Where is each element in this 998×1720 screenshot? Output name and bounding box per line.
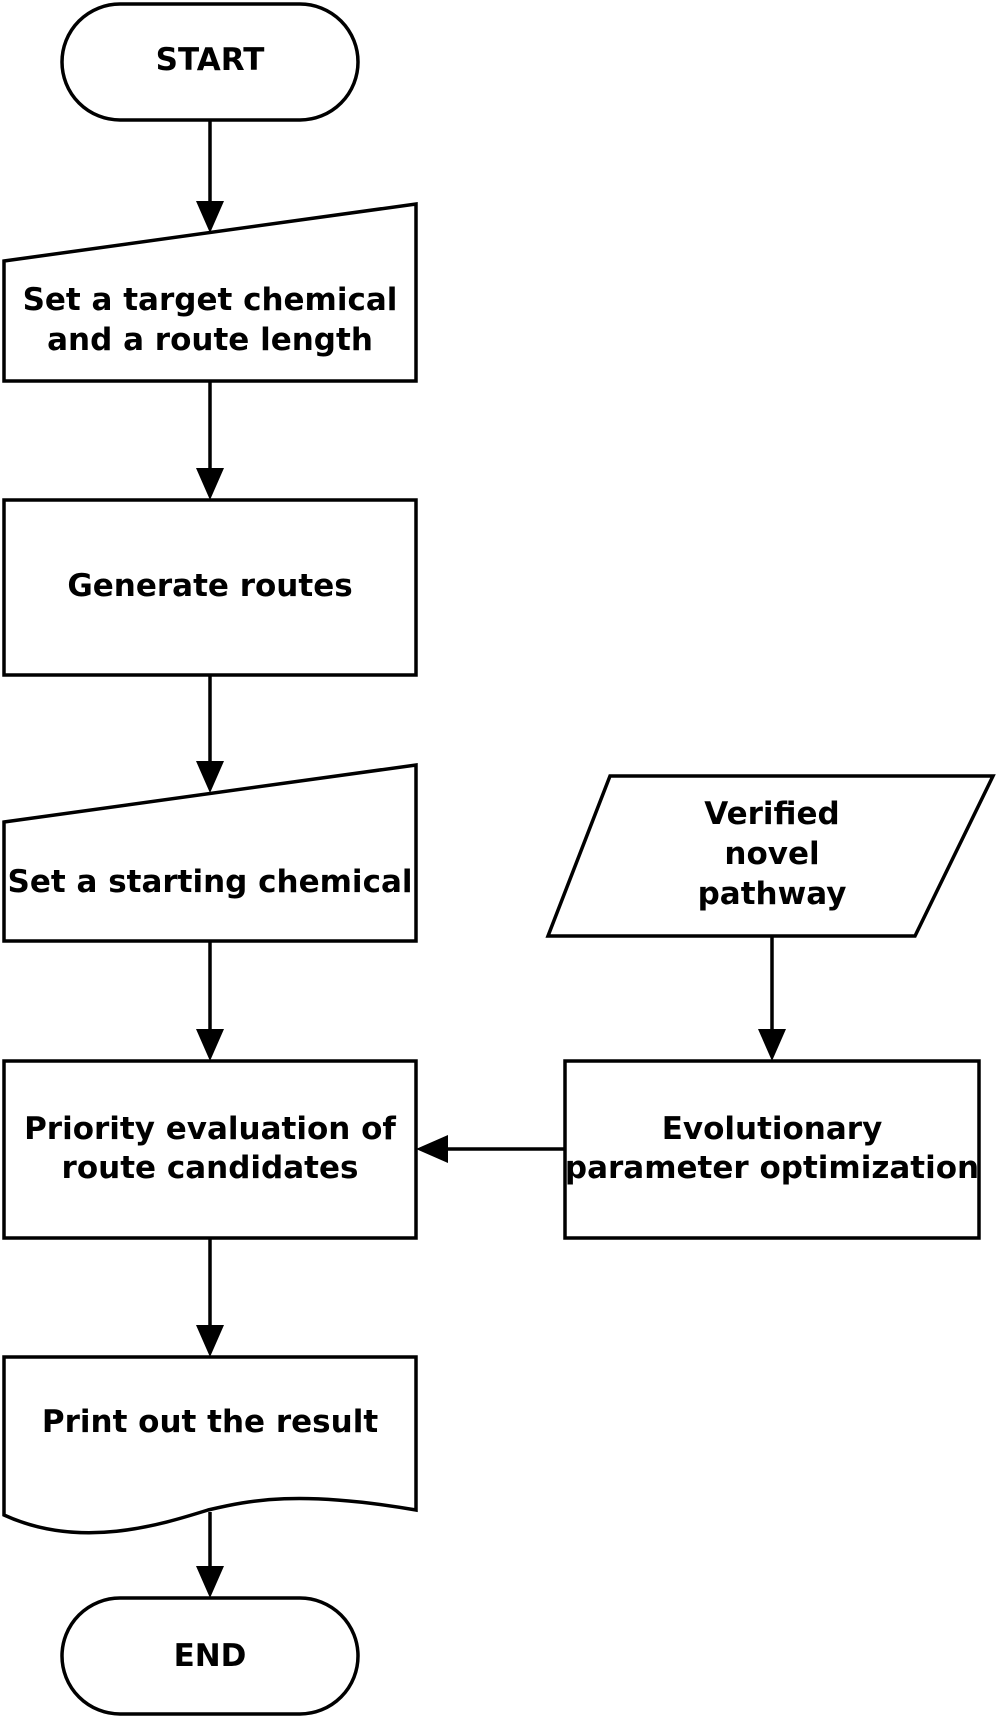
generate-label: Generate routes bbox=[67, 568, 352, 604]
verified-node bbox=[545, 774, 996, 938]
evolutionary-label: Evolutionary bbox=[662, 1111, 883, 1147]
verified-label: novel bbox=[724, 836, 819, 872]
set-target-label: and a route length bbox=[47, 322, 373, 358]
priority-label: Priority evaluation of bbox=[24, 1111, 396, 1147]
priority-label: route candidates bbox=[62, 1150, 359, 1186]
set-target-label: Set a target chemical bbox=[23, 282, 398, 318]
edge-print-to-end bbox=[196, 1512, 224, 1598]
start-label: START bbox=[156, 42, 265, 78]
edge-start-to-set-target bbox=[196, 120, 224, 233]
edge-set-target-to-generate bbox=[196, 381, 224, 500]
print-label: Print out the result bbox=[42, 1404, 378, 1440]
evolutionary-label: parameter optimization bbox=[565, 1150, 979, 1186]
edge-generate-to-set-start bbox=[196, 675, 224, 793]
set-start-node bbox=[2, 762, 418, 943]
priority-node bbox=[2, 1059, 418, 1240]
generate-node bbox=[2, 498, 418, 677]
print-node bbox=[2, 1355, 418, 1535]
set-start-label: Set a starting chemical bbox=[8, 864, 413, 900]
edge-priority-to-print bbox=[196, 1238, 224, 1357]
edge-evolutionary-to-priority bbox=[416, 1135, 565, 1163]
set-target-node bbox=[2, 201, 418, 383]
edge-verified-to-evolutionary bbox=[758, 936, 786, 1061]
evolutionary-node bbox=[563, 1059, 981, 1240]
edge-set-start-to-priority bbox=[196, 941, 224, 1061]
verified-label: Verified bbox=[704, 796, 839, 832]
end-label: END bbox=[174, 1638, 247, 1674]
verified-label: pathway bbox=[698, 876, 847, 912]
